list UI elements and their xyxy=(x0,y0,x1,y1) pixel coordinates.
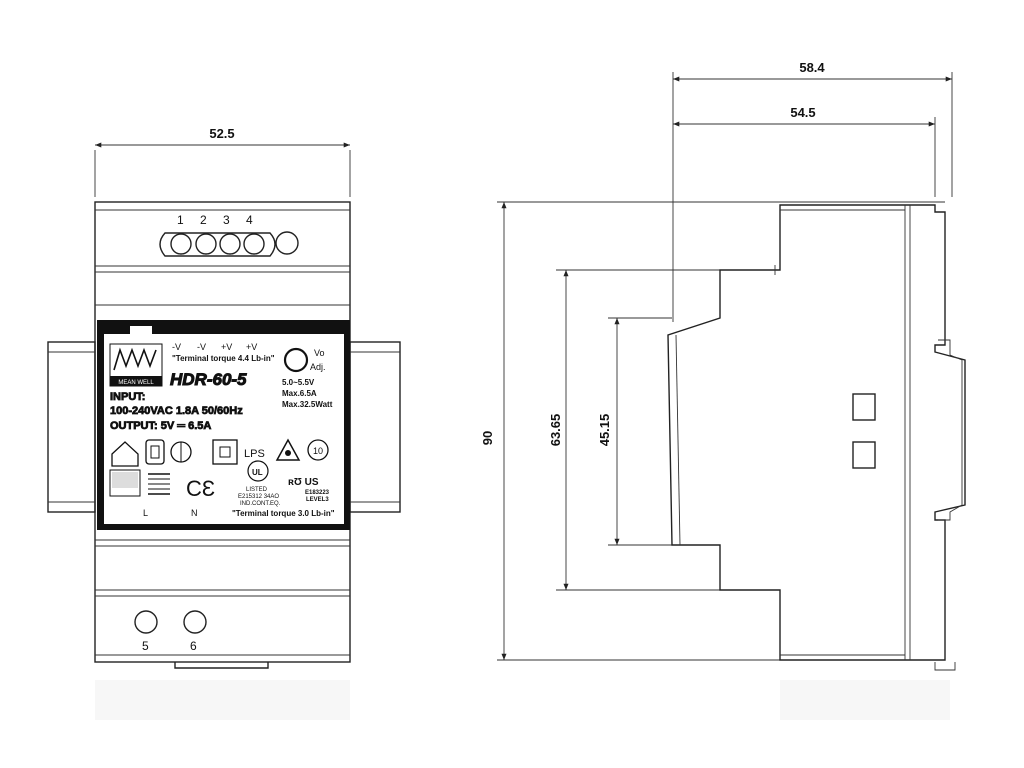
model-name: HDR-60-5 xyxy=(170,370,247,389)
bottom-terminal-l: L xyxy=(143,508,148,518)
max-power: Max.32.5Watt xyxy=(282,400,333,409)
top-terminal-polarity: -V xyxy=(197,342,206,352)
terminal-number: 4 xyxy=(246,213,253,227)
tuv-text-block xyxy=(143,469,175,501)
ul-listed-icon xyxy=(247,460,269,482)
terminal-number: 2 xyxy=(200,213,207,227)
output-spec: OUTPUT: 5V ═ 6.5A xyxy=(110,420,211,432)
vo-adjust-knob xyxy=(283,347,309,373)
certification-icons: LPS 10 CƐ UL LISTED E215312 34AO IND.CON… xyxy=(109,438,330,507)
side-profile-outline xyxy=(667,204,966,661)
terminal-number: 3 xyxy=(223,213,230,227)
tuv-mark-icon xyxy=(109,469,141,497)
voltage-range: 5.0~5.5V xyxy=(282,378,315,387)
input-title: INPUT: xyxy=(110,391,145,403)
indoor-use-icon xyxy=(111,441,139,467)
top-terminal-polarity: +V xyxy=(221,342,232,352)
ce-mark: CƐ xyxy=(186,476,215,501)
vo-label: Vo xyxy=(314,348,325,358)
top-terminal-polarity: -V xyxy=(172,342,181,352)
efficiency-icon xyxy=(307,439,329,461)
terminal-number: 5 xyxy=(142,639,149,653)
height-value: 90 xyxy=(480,431,495,445)
front-width-value: 52.5 xyxy=(209,126,234,141)
din-clip xyxy=(174,662,269,669)
bottom-terminal-block: 5 6 xyxy=(134,610,207,653)
svg-text:IND.CONT.EQ.: IND.CONT.EQ. xyxy=(240,501,281,507)
body-depth-value: 54.5 xyxy=(790,105,815,120)
vent-slot xyxy=(852,393,876,421)
svg-text:LEVEL3: LEVEL3 xyxy=(306,497,329,503)
svg-text:MEAN WELL: MEAN WELL xyxy=(118,380,154,386)
terminal-number: 6 xyxy=(190,639,197,653)
mean-well-logo: MEAN WELL xyxy=(109,343,163,387)
terminal-number: 1 xyxy=(177,213,184,227)
side-clip-tab xyxy=(934,662,956,671)
double-insulation-icon xyxy=(212,439,238,465)
svg-text:UL: UL xyxy=(252,468,263,477)
depth-dimensions: 58.4 54.5 xyxy=(672,60,953,322)
torque-bottom: "Terminal torque 3.0 Lb-in" xyxy=(232,509,335,518)
inner-step-value: 45.15 xyxy=(597,414,612,447)
floor-reflection xyxy=(95,680,950,720)
outer-step-value: 63.65 xyxy=(548,414,563,447)
product-label: MEAN WELL -V -V +V +V "Terminal torque 4… xyxy=(97,320,350,530)
din-rail-clip xyxy=(938,339,963,521)
front-width-dimension: 52.5 xyxy=(94,126,351,197)
front-view: 52.5 1 2 3 4 xyxy=(47,126,401,669)
svg-text:E183223: E183223 xyxy=(305,490,330,496)
total-depth-value: 58.4 xyxy=(799,60,825,75)
svg-text:10: 10 xyxy=(313,446,323,456)
class-ii-icon xyxy=(145,439,165,465)
adj-label: Adj. xyxy=(310,362,326,372)
torque-top: "Terminal torque 4.4 Lb-in" xyxy=(172,354,275,363)
input-spec: 100-240VAC 1.8A 50/60Hz xyxy=(110,405,243,417)
outer-step-dimension: 63.65 xyxy=(548,269,720,591)
safety-triangle-icon xyxy=(275,438,301,461)
lps-mark: LPS xyxy=(244,448,265,460)
bottom-terminal-n: N xyxy=(191,508,198,518)
vent-slot xyxy=(852,441,876,469)
svg-text:E215312 34AO: E215312 34AO xyxy=(238,494,279,500)
inner-step-dimension: 45.15 xyxy=(597,317,672,546)
side-view: 58.4 54.5 90 63.65 45.15 xyxy=(480,60,966,671)
top-terminal-block: 1 2 3 4 xyxy=(159,213,299,257)
svg-text:LISTED: LISTED xyxy=(246,487,268,493)
top-terminal-polarity: +V xyxy=(246,342,257,352)
ur-recognized-icon: ʀƱ US xyxy=(288,477,319,488)
max-current: Max.6.5A xyxy=(282,389,317,398)
